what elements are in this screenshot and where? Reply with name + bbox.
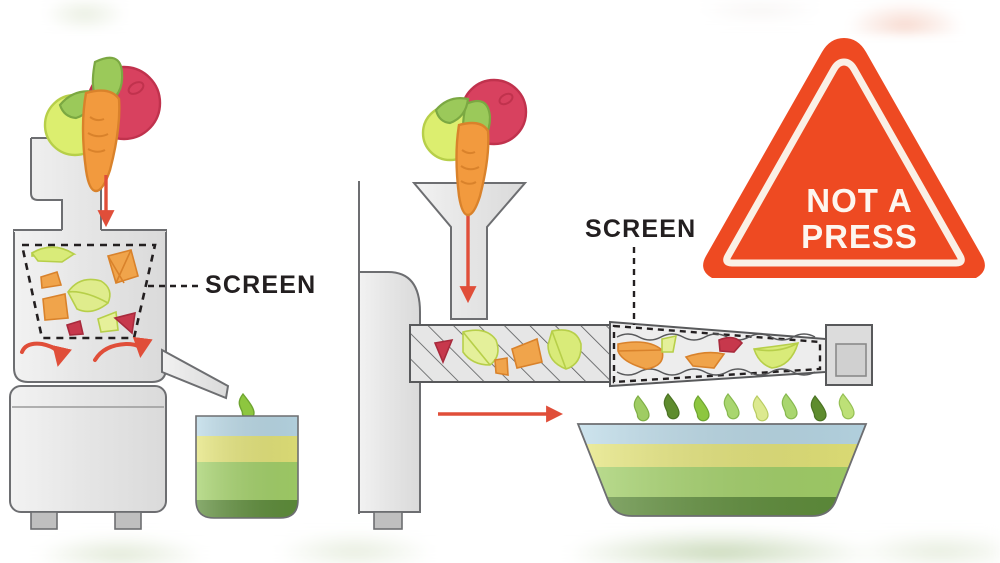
left-centrifugal-juicer [9, 56, 299, 530]
left-juice-glass [195, 415, 299, 519]
warning-triangle-inner-border [723, 58, 965, 267]
left-screen-dashed-region [20, 243, 157, 340]
mid-masticating-juicer [358, 78, 873, 530]
screen-label-left: SCREEN [205, 271, 317, 299]
mid-motor-body [358, 271, 421, 513]
left-pulp-pieces [30, 246, 139, 336]
mid-produce-cluster [421, 78, 528, 217]
mid-screen-pulp [617, 334, 800, 370]
juice-drop [693, 395, 710, 422]
mid-juice-drops [633, 393, 855, 422]
mid-auger-pulp [433, 329, 582, 376]
not-a-press-warning-sign[interactable] [703, 38, 985, 278]
juice-drop [838, 393, 855, 420]
juice-drop [810, 395, 827, 422]
juice-drop [633, 395, 650, 422]
screen-label-mid: SCREEN [585, 215, 697, 243]
warning-triangle-shape [703, 38, 985, 278]
mid-foot [373, 511, 403, 530]
left-spin-arrows [20, 336, 153, 367]
juice-drop [723, 393, 740, 420]
juice-drop [752, 395, 769, 422]
left-juice-drop [238, 392, 255, 420]
left-juicer-spout [161, 348, 230, 400]
juice-drop [781, 393, 798, 420]
left-juicer-base [9, 385, 167, 530]
mid-end-cap [825, 324, 873, 386]
mid-juice-bowl [576, 423, 868, 517]
juice-drop [663, 393, 680, 420]
left-produce-cluster [43, 56, 162, 193]
